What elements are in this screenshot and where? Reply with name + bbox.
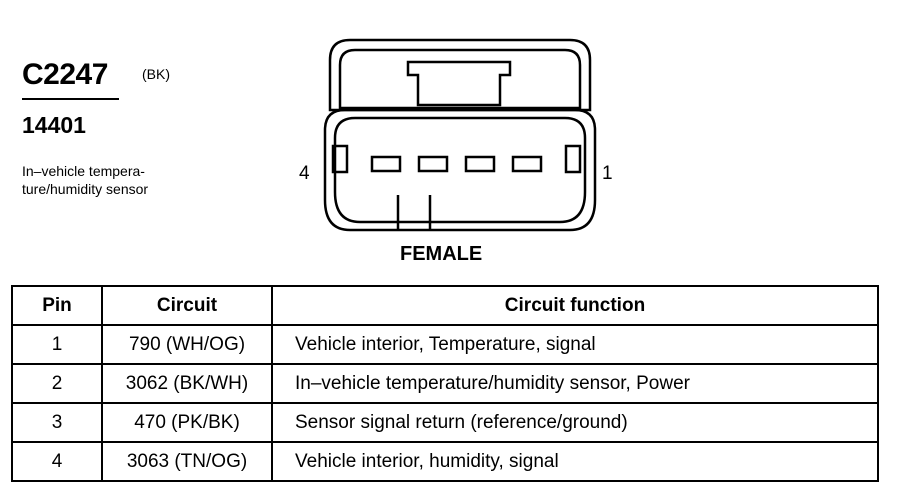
connector-header: C2247 (BK) 14401 In–vehicle tempera-ture… [22,58,262,197]
table-row: 3 470 (PK/BK) Sensor signal return (refe… [11,402,879,443]
circuit-cell: 3062 (BK/WH) [101,363,273,404]
title-underline [22,98,119,100]
table-row: 4 3063 (TN/OG) Vehicle interior, humidit… [11,441,879,482]
table-row: 2 3062 (BK/WH) In–vehicle temperature/hu… [11,363,879,404]
pin-number-right: 1 [602,163,613,184]
table-row: 1 790 (WH/OG) Vehicle interior, Temperat… [11,324,879,365]
circuit-cell: 790 (WH/OG) [101,324,273,365]
pin-cell: 2 [11,363,103,404]
header-circuit-function: Circuit function [271,285,879,326]
pinout-table: Pin Circuit Circuit function 1 790 (WH/O… [11,285,879,482]
pin-cavity-3 [417,155,449,173]
table-header-row: Pin Circuit Circuit function [11,285,879,326]
pin-cavity-4 [370,155,402,173]
side-latch-left [331,144,349,174]
connector-color-code: (BK) [142,66,170,82]
pin-cell: 4 [11,441,103,482]
connector-inner-shell [338,48,582,110]
header-pin: Pin [11,285,103,326]
function-cell: In–vehicle temperature/humidity sensor, … [271,363,879,404]
connector-description: In–vehicle tempera-ture/humidity sensor [22,163,149,197]
connector-body [323,108,597,232]
function-cell: Vehicle interior, humidity, signal [271,441,879,482]
pin-cavity-2 [464,155,496,173]
connector-face-diagram [323,38,597,232]
function-cell: Sensor signal return (reference/ground) [271,402,879,443]
header-circuit: Circuit [101,285,273,326]
connector-body-inner [333,116,587,224]
connector-id: C2247 [22,58,108,91]
pin-cell: 3 [11,402,103,443]
locking-tab [406,60,512,107]
pin-cell: 1 [11,324,103,365]
side-latch-right [564,144,582,174]
pin-number-left: 4 [299,163,310,184]
view-label: FEMALE [400,243,483,265]
connector-outer-shell [328,38,592,112]
pin-cavity-1 [511,155,543,173]
part-number: 14401 [22,112,86,138]
circuit-cell: 3063 (TN/OG) [101,441,273,482]
function-cell: Vehicle interior, Temperature, signal [271,324,879,365]
circuit-cell: 470 (PK/BK) [101,402,273,443]
